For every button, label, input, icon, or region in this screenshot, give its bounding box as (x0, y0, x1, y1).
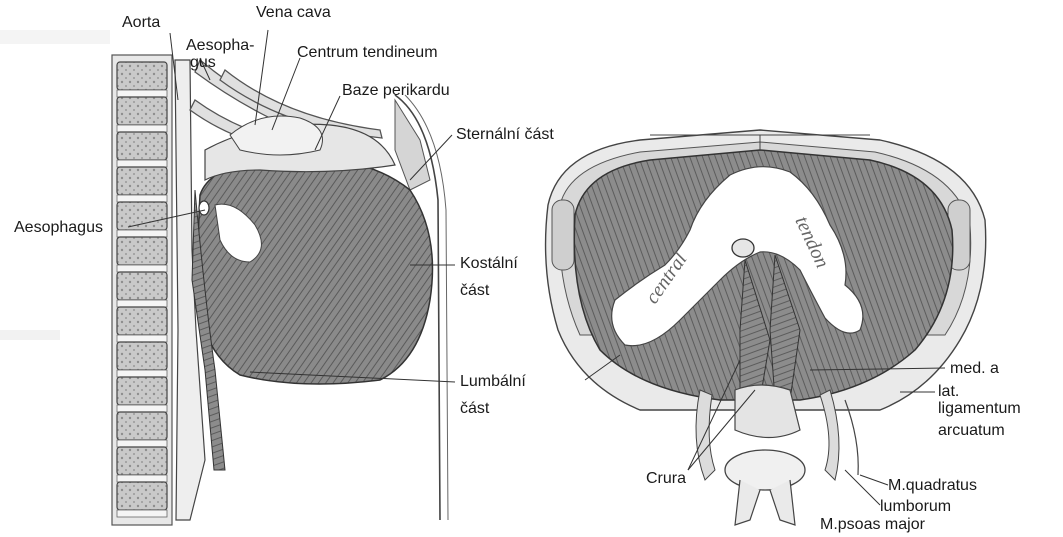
vertebral-column (112, 55, 172, 525)
intervertebral-disc (117, 405, 167, 412)
label-m-quadratus: M.quadratus (888, 477, 977, 494)
label-lumbalni-1: Lumbální (460, 373, 526, 390)
intervertebral-disc (117, 335, 167, 342)
vertebra-block (117, 97, 167, 125)
vertebra-block (117, 167, 167, 195)
label-aesophagus-top-2: gus (190, 54, 216, 71)
label-crura: Crura (646, 470, 686, 487)
intervertebral-disc (117, 510, 167, 517)
label-aesophagus-top-1: Aesopha- (186, 37, 255, 54)
label-kostalni-1: Kostální (460, 255, 518, 272)
label-arcuatum: arcuatum (938, 422, 1005, 439)
vertebra-block (117, 482, 167, 510)
vena-cava-opening (732, 239, 754, 257)
label-m-psoas: M.psoas major (820, 516, 925, 533)
quadratus-strand (845, 400, 858, 475)
diaphragm-muscle-sagittal (198, 158, 432, 384)
label-aorta: Aorta (122, 14, 160, 31)
vertebra-block (117, 237, 167, 265)
intervertebral-disc (117, 160, 167, 167)
pericardium-base (230, 116, 323, 155)
vertebra-block (117, 202, 167, 230)
left-sagittal-view (0, 30, 448, 525)
intervertebral-disc (117, 230, 167, 237)
vertebra-block (117, 342, 167, 370)
intervertebral-disc (117, 300, 167, 307)
label-lat: lat. (938, 383, 959, 400)
vertebra-block (117, 272, 167, 300)
intervertebral-disc (117, 195, 167, 202)
intervertebral-disc (117, 90, 167, 97)
label-aesophagus-side: Aesophagus (14, 219, 103, 236)
vertebra-block (117, 132, 167, 160)
label-sternalni-cast: Sternální část (456, 126, 554, 143)
label-baze-perikardu: Baze perikardu (342, 82, 450, 99)
label-lumbalni-2: část (460, 400, 489, 417)
vertebra-block (117, 447, 167, 475)
intervertebral-disc (117, 265, 167, 272)
vertebra-inferior (735, 385, 800, 438)
rib-left (552, 200, 574, 270)
label-vena-cava: Vena cava (256, 4, 331, 21)
label-centrum-tendineum: Centrum tendineum (297, 44, 438, 61)
vertebra-block (117, 307, 167, 335)
label-kostalni-2: část (460, 282, 489, 299)
oesophagus-opening (199, 201, 209, 215)
vertebral-body (725, 450, 805, 490)
intervertebral-disc (117, 475, 167, 482)
intervertebral-disc (117, 125, 167, 132)
vertebra-block (117, 377, 167, 405)
intervertebral-disc (117, 370, 167, 377)
label-med-a: med. a (950, 360, 999, 377)
label-lumborum: lumborum (880, 498, 951, 515)
vertebra-block (117, 412, 167, 440)
right-inferior-view: central tendon (546, 130, 986, 525)
vertebra-block (117, 62, 167, 90)
intervertebral-disc (117, 440, 167, 447)
label-ligamentum: ligamentum (938, 400, 1021, 417)
